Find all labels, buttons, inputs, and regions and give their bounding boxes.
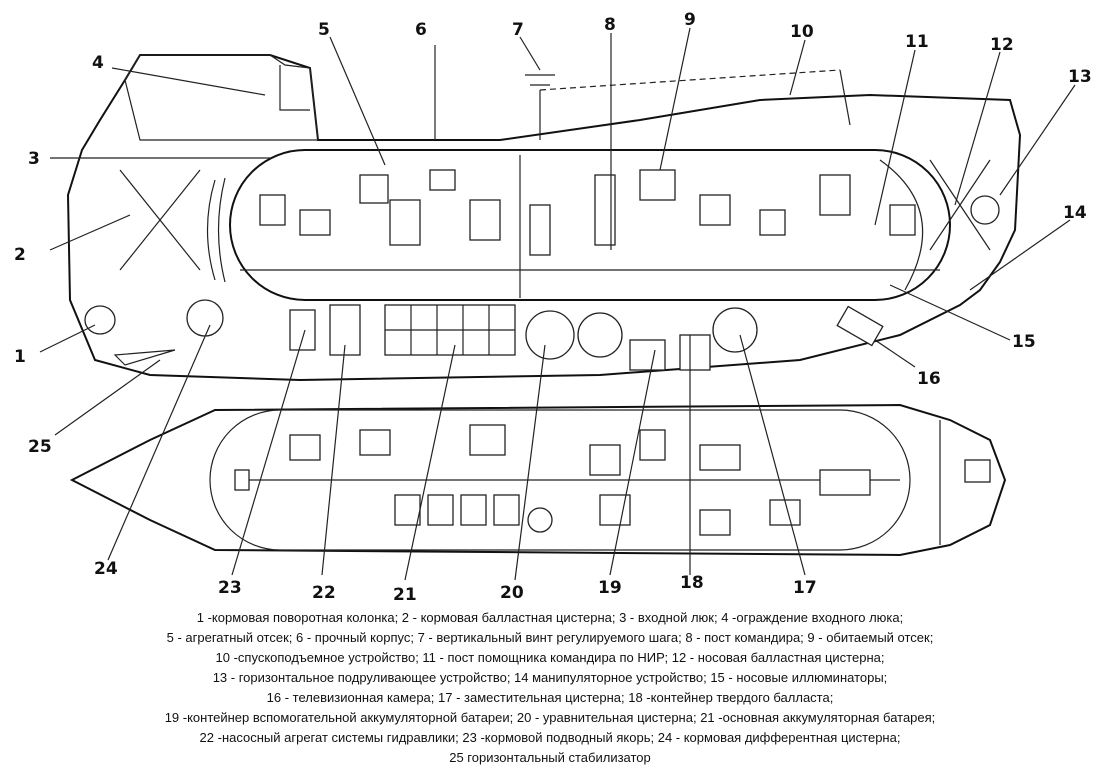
side-view bbox=[66, 45, 1022, 382]
bow-ballast-x bbox=[929, 159, 991, 251]
plan-manipulator bbox=[819, 469, 871, 496]
callout-3: 3 bbox=[28, 149, 40, 169]
steering-column bbox=[84, 305, 116, 335]
equipment bbox=[389, 199, 421, 246]
leader-lines bbox=[39, 27, 1076, 581]
callout-23: 23 bbox=[218, 578, 242, 598]
plan-battery bbox=[427, 494, 454, 526]
callout-16: 16 bbox=[917, 369, 941, 389]
plan-pressure-hull bbox=[209, 409, 911, 551]
callout-10: 10 bbox=[790, 22, 814, 42]
callout-8: 8 bbox=[604, 15, 616, 35]
fence-window bbox=[279, 65, 310, 111]
equipment bbox=[429, 169, 456, 191]
thruster bbox=[970, 195, 1000, 225]
callout-22: 22 bbox=[312, 583, 336, 600]
entry-hatch-arc-inner bbox=[217, 177, 226, 283]
plan-view bbox=[69, 403, 1007, 557]
plan-equipment bbox=[234, 469, 250, 491]
callout-15: 15 bbox=[1012, 332, 1036, 352]
bow-arc bbox=[879, 159, 924, 291]
lifting-line bbox=[539, 69, 841, 91]
legend-line: 22 -насосный агрегат системы гидравлики;… bbox=[199, 730, 901, 745]
plan-tank bbox=[527, 507, 553, 533]
plan-equipment bbox=[699, 509, 731, 536]
plan-equipment bbox=[769, 499, 801, 526]
plan-equipment bbox=[639, 429, 666, 461]
plan-equipment bbox=[469, 424, 506, 456]
legend-line: 5 - агрегатный отсек; 6 - прочный корпус… bbox=[166, 630, 934, 645]
equalizing-tank bbox=[525, 310, 575, 360]
equipment bbox=[259, 194, 286, 226]
plan-equipment bbox=[589, 444, 621, 476]
plan-battery bbox=[394, 494, 421, 526]
stabilizer bbox=[113, 349, 176, 366]
plan-equipment bbox=[359, 429, 391, 456]
callout-7: 7 bbox=[512, 20, 524, 40]
callout-12: 12 bbox=[990, 35, 1014, 55]
equipment bbox=[819, 174, 851, 216]
plan-hull bbox=[69, 403, 1007, 557]
ballast-container bbox=[679, 334, 711, 371]
legend-line: 16 - телевизионная камера; 17 - заместит… bbox=[266, 690, 834, 705]
legend-line: 13 - горизонтальное подруливающее устрой… bbox=[212, 670, 888, 685]
callout-21: 21 bbox=[393, 585, 417, 600]
plan-equipment bbox=[699, 444, 741, 471]
trim-tank bbox=[186, 299, 224, 337]
legend-line: 25 горизонтальный стабилизатор bbox=[449, 750, 651, 765]
legend-line: 10 -спускоподъемное устройство; 11 - пос… bbox=[215, 650, 885, 665]
callout-4: 4 bbox=[92, 53, 104, 73]
outer-hull bbox=[66, 54, 1022, 382]
callout-5: 5 bbox=[318, 20, 330, 40]
callout-6: 6 bbox=[415, 20, 427, 40]
equipment bbox=[529, 204, 551, 256]
plan-battery bbox=[460, 494, 487, 526]
callout-17: 17 bbox=[793, 578, 817, 598]
stern-ballast-x bbox=[119, 169, 201, 271]
legend: 1 -кормовая поворотная колонка; 2 - корм… bbox=[0, 608, 1100, 768]
equipment bbox=[889, 204, 916, 236]
callout-19: 19 bbox=[598, 578, 622, 598]
equalizing-tank-2 bbox=[577, 312, 623, 358]
lifting-mast bbox=[839, 69, 851, 126]
equipment bbox=[469, 199, 501, 241]
equipment bbox=[699, 194, 731, 226]
legend-line: 19 -контейнер вспомогательной аккумулято… bbox=[164, 710, 936, 725]
replacement-tank bbox=[712, 307, 758, 353]
aux-battery-container bbox=[629, 339, 666, 371]
callout-18: 18 bbox=[680, 573, 704, 593]
legend-line: 1 -кормовая поворотная колонка; 2 - корм… bbox=[196, 610, 904, 625]
callout-1: 1 bbox=[14, 347, 26, 367]
plan-equipment bbox=[289, 434, 321, 461]
callout-24: 24 bbox=[94, 559, 118, 579]
tv-camera bbox=[836, 305, 884, 347]
entry-hatch-arc bbox=[206, 179, 216, 281]
callout-14: 14 bbox=[1063, 203, 1087, 223]
stern-anchor bbox=[289, 309, 316, 351]
callout-9: 9 bbox=[684, 10, 696, 30]
callout-2: 2 bbox=[14, 245, 26, 265]
commander-post bbox=[594, 174, 616, 246]
callout-20: 20 bbox=[500, 583, 524, 600]
equipment bbox=[639, 169, 676, 201]
callout-11: 11 bbox=[905, 32, 929, 52]
equipment bbox=[299, 209, 331, 236]
vertical-propeller bbox=[525, 74, 555, 140]
equipment bbox=[759, 209, 786, 236]
plan-thruster bbox=[964, 459, 991, 483]
pressure-hull bbox=[229, 149, 951, 301]
callout-25: 25 bbox=[28, 437, 52, 457]
submarine-diagram: 1 2 3 4 5 6 7 8 9 10 11 12 13 14 15 16 1… bbox=[14, 10, 1092, 600]
plan-battery bbox=[493, 494, 520, 526]
equipment bbox=[359, 174, 389, 204]
callout-13: 13 bbox=[1068, 67, 1092, 87]
hatch-fence bbox=[124, 54, 319, 141]
callout-numbers: 1 2 3 4 5 6 7 8 9 10 11 12 13 14 15 16 1… bbox=[14, 10, 1092, 600]
